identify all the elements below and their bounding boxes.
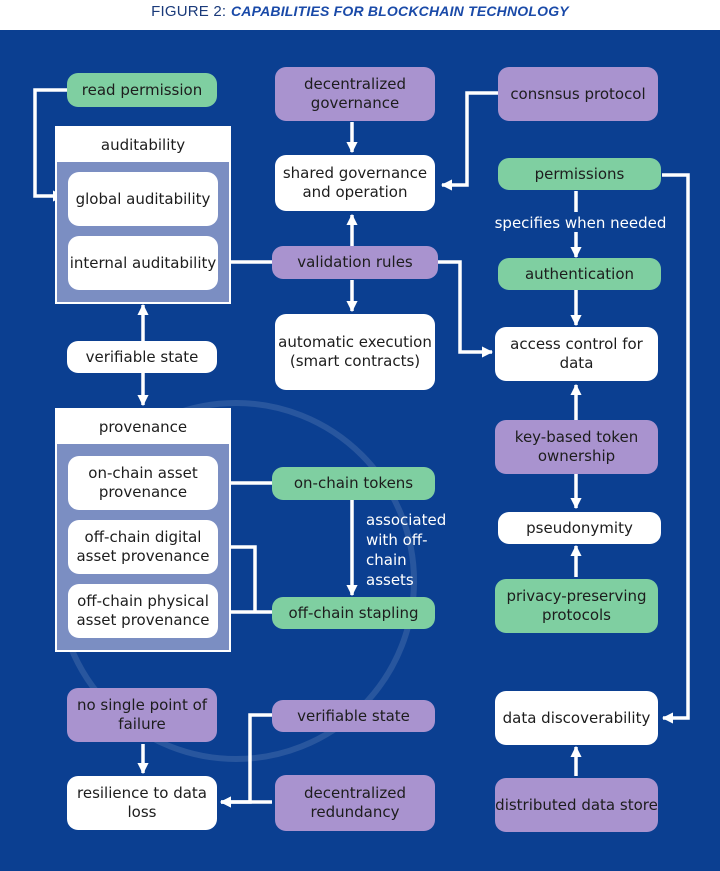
auditability-panel: auditability global auditability interna… — [55, 126, 231, 304]
read-permission-node: read permission — [67, 73, 217, 107]
no-single-point-node: no single point of failure — [67, 688, 217, 742]
offchain-physical-provenance-node: off-chain physical asset provenance — [68, 584, 218, 638]
shared-governance-node: shared governance and operation — [275, 155, 435, 211]
provenance-panel: provenance on-chain asset provenance off… — [55, 408, 231, 652]
arrow-read-permission-to-global — [33, 88, 67, 202]
offchain-digital-provenance-node: off-chain digital asset provenance — [68, 520, 218, 574]
arrow-stapling-to-digital — [219, 541, 257, 612]
internal-auditability-node: internal auditability — [68, 236, 218, 290]
verifiable-state-node: verifiable state — [67, 341, 217, 373]
provenance-heading: provenance — [57, 410, 229, 444]
auditability-heading: auditability — [57, 128, 229, 162]
arrow-consensus-to-shared — [440, 91, 498, 191]
onchain-provenance-node: on-chain asset provenance — [68, 456, 218, 510]
specifies-when-needed-label: specifies when needed — [494, 214, 667, 232]
arrow-permissions-to-discoverability — [661, 173, 690, 724]
pseudonymity-node: pseudonymity — [498, 512, 661, 544]
authentication-node: authentication — [498, 258, 661, 290]
decentralized-redundancy-node: decentralized redundancy — [275, 775, 435, 831]
resilience-node: resilience to data loss — [67, 776, 217, 830]
access-control-node: access control for data — [495, 327, 658, 381]
decentralized-governance-node: decentralized governance — [275, 67, 435, 121]
key-based-ownership-node: key-based token ownership — [495, 420, 658, 474]
global-auditability-node: global auditability — [68, 172, 218, 226]
arrow-verifiable-to-resilience — [219, 713, 272, 808]
consensus-protocol-node: consnsus protocol — [498, 67, 658, 121]
figure-title: FIGURE 2: CAPABILITIES FOR BLOCKCHAIN TE… — [0, 0, 720, 30]
permissions-node: permissions — [498, 158, 661, 190]
figure-number: FIGURE 2: — [151, 3, 227, 20]
arrow-validation-to-access — [436, 260, 494, 358]
verifiable-state-bottom-node: verifiable state — [272, 700, 435, 732]
figure-heading: CAPABILITIES FOR BLOCKCHAIN TECHNOLOGY — [230, 3, 569, 19]
validation-rules-node: validation rules — [272, 246, 438, 279]
distributed-data-store-node: distributed data store — [495, 778, 658, 832]
on-chain-tokens-node: on-chain tokens — [272, 467, 435, 500]
offchain-stapling-node: off-chain stapling — [272, 597, 435, 629]
associated-offchain-label: associated with off-chain assets — [366, 511, 447, 589]
automatic-execution-node: automatic execution (smart contracts) — [275, 314, 435, 390]
data-discoverability-node: data discoverability — [495, 691, 658, 745]
privacy-preserving-node: privacy-preserving protocols — [495, 579, 658, 633]
